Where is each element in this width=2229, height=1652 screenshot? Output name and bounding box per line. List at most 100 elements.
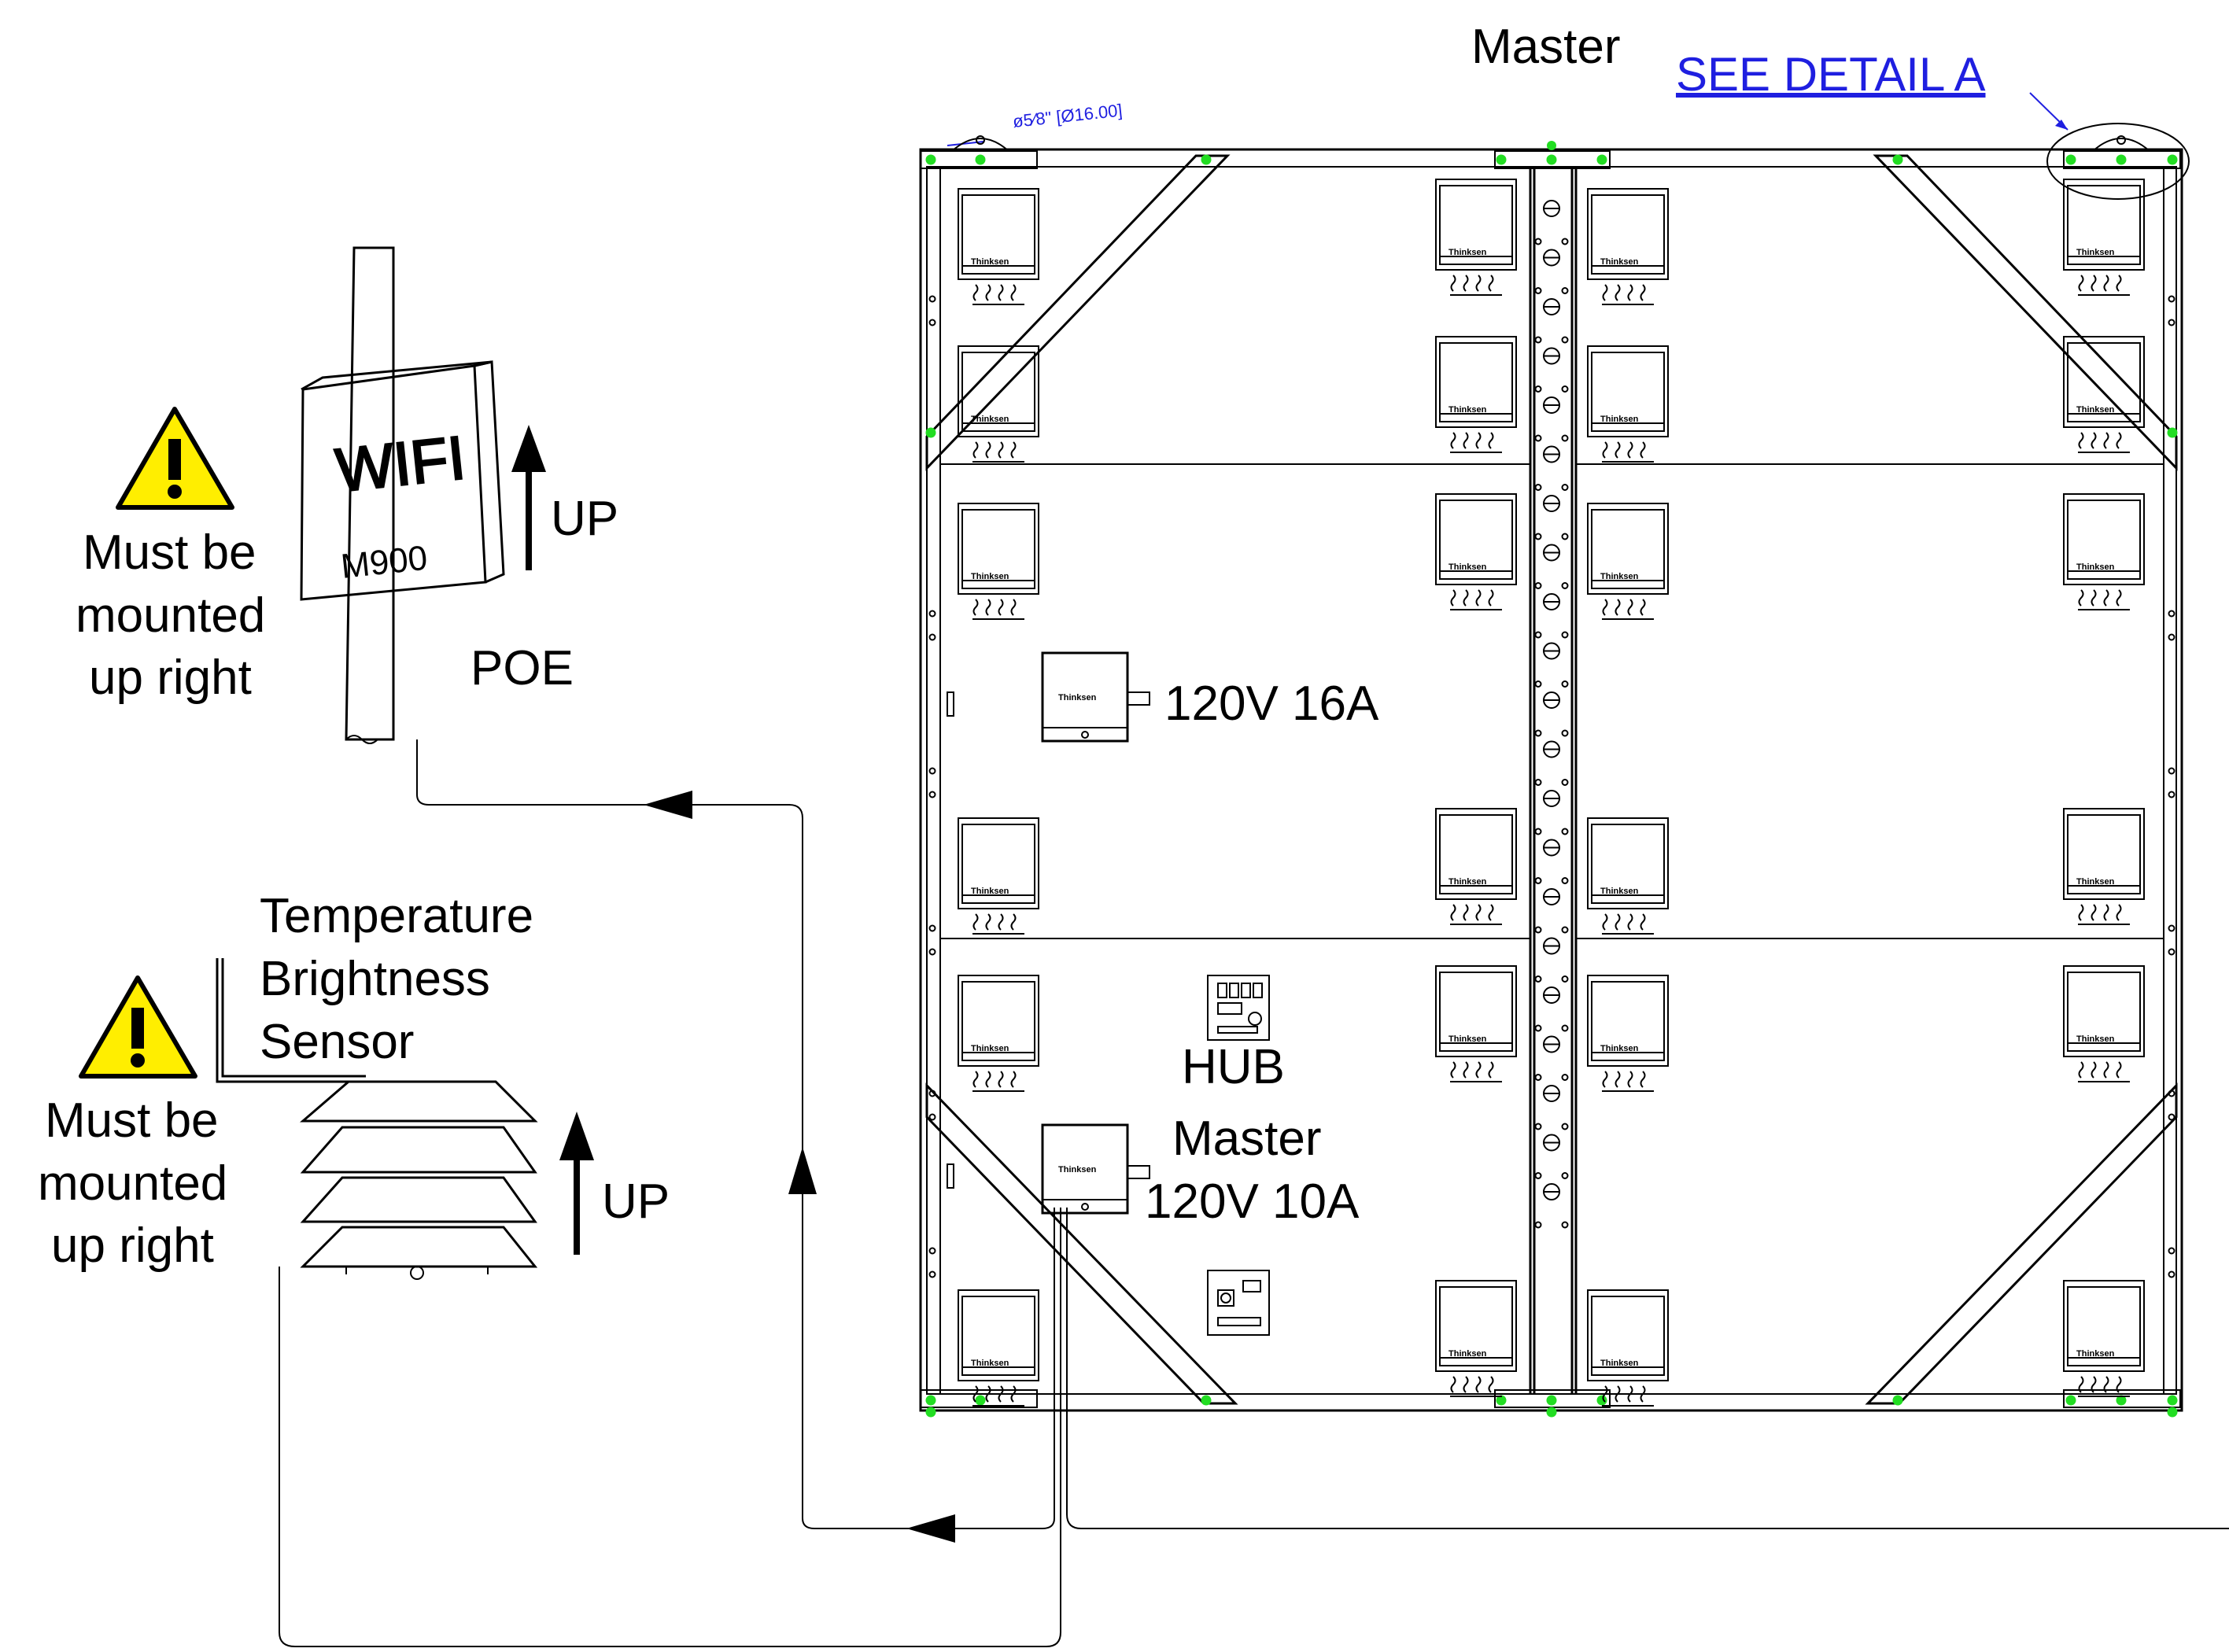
module-brand-label: Thinksen <box>1448 562 1487 572</box>
sensor-title-line-2: Brightness <box>260 952 490 1006</box>
side-hole <box>2168 295 2175 303</box>
module-brand-label: Thinksen <box>1600 1044 1639 1053</box>
module-brand-label: Thinksen <box>1600 887 1639 896</box>
power-cable <box>1066 1208 2229 1529</box>
svg-text:Thinksen: Thinksen <box>1058 693 1097 702</box>
side-hole <box>928 633 936 641</box>
rail-bolt <box>1534 544 1569 589</box>
side-hole <box>928 1270 936 1278</box>
receiver-card-icon <box>1207 1270 1270 1336</box>
module-brand-label: Thinksen <box>1448 1034 1487 1044</box>
rail-bolt <box>1534 937 1569 983</box>
led-module: Thinksen <box>958 188 1039 305</box>
warning-icon <box>79 975 197 1079</box>
mount-bolt <box>1496 1395 1507 1406</box>
module-brand-label: Thinksen <box>1600 1359 1639 1368</box>
led-module: Thinksen <box>1435 808 1517 925</box>
poe-label: POE <box>471 641 574 695</box>
detail-a-ellipse <box>2046 123 2190 200</box>
side-hole <box>928 767 936 775</box>
led-module: Thinksen <box>2063 1280 2145 1397</box>
led-module: Thinksen <box>1435 493 1517 610</box>
see-detail-a-link[interactable]: SEE DETAIL A <box>1676 48 1986 101</box>
led-module: Thinksen <box>2063 336 2145 453</box>
led-module: Thinksen <box>1587 817 1669 935</box>
rail-bolt <box>1534 1035 1569 1081</box>
module-brand-label: Thinksen <box>1448 248 1487 257</box>
side-hole <box>2168 1270 2175 1278</box>
side-hole <box>928 319 936 326</box>
mount-bolt <box>925 1407 936 1418</box>
mount-bolt <box>925 1395 936 1406</box>
led-module: Thinksen <box>2063 808 2145 925</box>
mount-bolt <box>975 154 986 165</box>
sensor-cable <box>279 1208 1061 1647</box>
mount-bolt <box>1201 154 1212 165</box>
led-module: Thinksen <box>958 503 1039 620</box>
rail-bolt <box>1534 200 1569 245</box>
led-module: Thinksen <box>1587 975 1669 1092</box>
side-hole <box>928 1113 936 1121</box>
rail-bolt <box>1534 888 1569 934</box>
module-brand-label: Thinksen <box>1600 415 1639 424</box>
side-hole <box>928 1247 936 1255</box>
side-hole <box>2168 948 2175 956</box>
mount-bolt <box>1201 1395 1212 1406</box>
mount-bolt <box>1596 154 1607 165</box>
module-brand-label: Thinksen <box>971 257 1009 267</box>
rail-bolt <box>1534 839 1569 884</box>
side-hole <box>928 295 936 303</box>
led-module: Thinksen <box>1435 965 1517 1082</box>
module-brand-label: Thinksen <box>971 887 1009 896</box>
mount-bolt <box>1496 154 1507 165</box>
mount-bolt <box>1596 1395 1607 1406</box>
mount-bolt <box>1546 1395 1557 1406</box>
side-hole <box>2168 1113 2175 1121</box>
rail-bolt <box>1534 1183 1569 1229</box>
side-hole <box>2168 924 2175 932</box>
sensor-warning-line-1: Must be <box>45 1093 219 1148</box>
mount-bolt <box>975 1395 986 1406</box>
rail-bolt <box>1534 1085 1569 1130</box>
led-module: Thinksen <box>958 1289 1039 1407</box>
hub-label: HUB <box>1182 1040 1285 1094</box>
cable-arrow-icon <box>788 1147 817 1194</box>
led-module: Thinksen <box>2063 493 2145 610</box>
side-hole <box>928 948 936 956</box>
side-hole <box>2168 791 2175 798</box>
led-module: Thinksen <box>958 345 1039 463</box>
mount-bolt <box>1892 154 1903 165</box>
mount-bolt <box>2116 154 2127 165</box>
rail-bolt <box>1534 298 1569 344</box>
mount-bolt <box>1546 1407 1557 1418</box>
side-hole <box>2168 1247 2175 1255</box>
rail-bolt <box>1534 396 1569 442</box>
mount-bolt <box>2065 1395 2076 1406</box>
rail-bolt <box>1534 593 1569 639</box>
rail-bolt <box>1534 790 1569 835</box>
mount-bolt <box>2167 1395 2178 1406</box>
module-brand-label: Thinksen <box>1448 405 1487 415</box>
side-hole <box>2168 633 2175 641</box>
module-brand-label: Thinksen <box>2076 1034 2115 1044</box>
mount-bolt <box>1547 141 1556 150</box>
led-module: Thinksen <box>958 975 1039 1092</box>
power-supply-10a: Thinksen <box>1041 1123 1150 1215</box>
module-brand-label: Thinksen <box>971 1359 1009 1368</box>
wifi-up-arrow-icon <box>511 425 546 472</box>
module-brand-label: Thinksen <box>2076 1349 2115 1359</box>
warning-icon <box>116 407 234 510</box>
mount-bolt <box>2167 154 2178 165</box>
side-hole <box>928 610 936 618</box>
led-module: Thinksen <box>1587 188 1669 305</box>
sensor-warning-line-3: up right <box>51 1219 214 1273</box>
sensor-warning-line-2: mounted <box>38 1156 227 1211</box>
mount-bolt <box>1892 1395 1903 1406</box>
bolt-dimension: ø5⁄8" [Ø16.00] <box>1012 100 1124 131</box>
module-brand-label: Thinksen <box>2076 562 2115 572</box>
power-supply-16a: Thinksen <box>1041 651 1150 743</box>
led-cabinet: ThinksenThinksenThinksenThinksenThinksen… <box>919 135 2183 1418</box>
wifi-antenna: WIFI M900 <box>300 246 505 744</box>
module-brand-label: Thinksen <box>1448 1349 1487 1359</box>
